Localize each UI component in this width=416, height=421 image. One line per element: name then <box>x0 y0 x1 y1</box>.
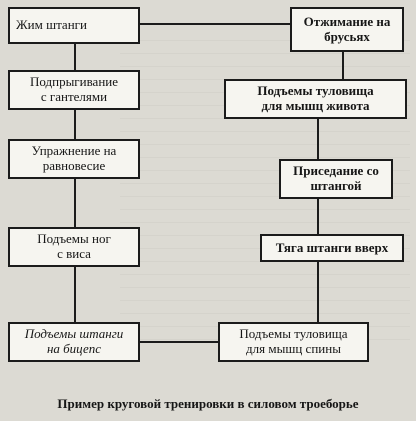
box-squat-label: Приседание со штангой <box>293 163 379 193</box>
box-upright-row: Тяга штанги вверх <box>260 234 404 262</box>
box-bench-press: Жим штанги <box>8 7 140 44</box>
figure-caption: Пример круговой тренировки в силовом тро… <box>57 396 359 411</box>
box-dumbbell-jumps: Подпрыгивание с гантелями <box>8 70 140 110</box>
box-abs-raises: Подъемы туловища для мышц живота <box>224 79 407 119</box>
box-abs-raises-label: Подъемы туловища для мышц живота <box>257 83 374 113</box>
box-back-raises: Подъемы туловища для мышц спины <box>218 322 369 362</box>
box-upright-row-label: Тяга штанги вверх <box>275 239 389 255</box>
box-dips: Отжимание на брусьях <box>290 7 404 52</box>
box-dips-label: Отжимание на брусьях <box>303 13 391 44</box>
box-biceps-curl-label: Подъемы штанги на бицепс <box>24 326 124 356</box>
box-balance-exercise: Упражнение на равновесие <box>8 139 140 179</box>
box-dumbbell-jumps-label: Подпрыгивание с гантелями <box>29 74 119 104</box>
box-hanging-leg-raises-label: Подъемы ног с виса <box>37 231 111 261</box>
box-balance-exercise-label: Упражнение на равновесие <box>31 143 117 173</box>
box-hanging-leg-raises: Подъемы ног с виса <box>8 227 140 267</box>
box-back-raises-label: Подъемы туловища для мышц спины <box>239 326 348 356</box>
box-squat: Приседание со штангой <box>279 159 393 199</box>
box-biceps-curl: Подъемы штанги на бицепс <box>8 322 140 362</box>
box-bench-press-label: Жим штанги <box>16 17 87 33</box>
